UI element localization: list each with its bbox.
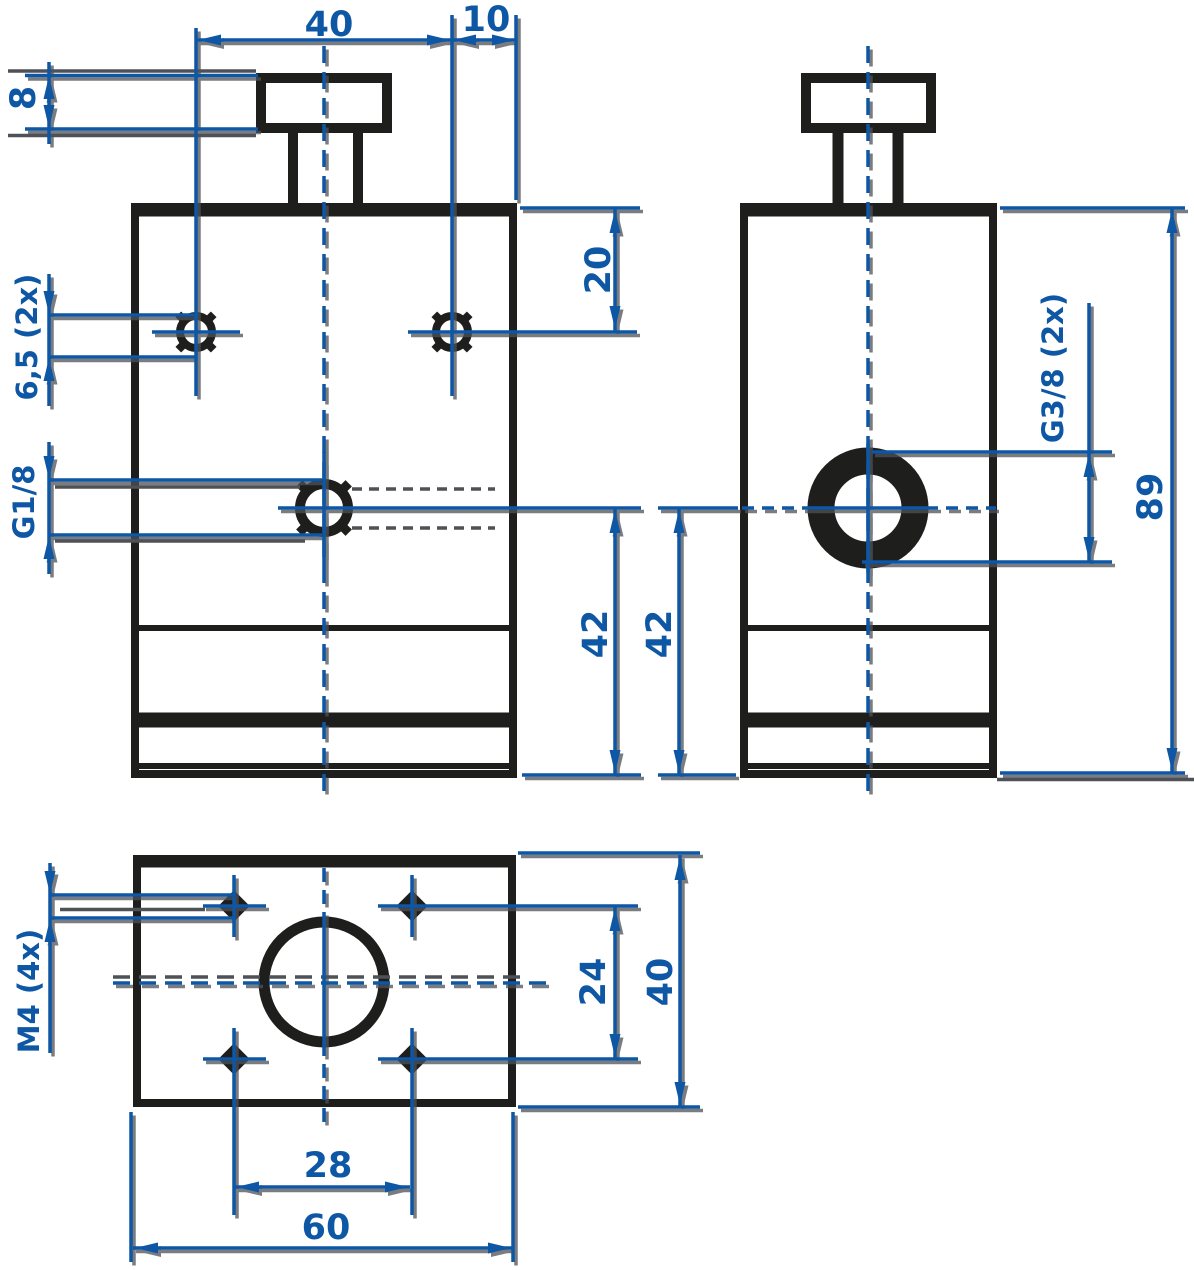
dim-label-mount-holes: 6,5 (2x): [10, 274, 44, 401]
dim-label-port-bottom-side: 42: [640, 610, 680, 659]
dark-leader-lines: [8, 69, 1194, 979]
dim-label-port-bottom-front: 42: [576, 610, 616, 659]
dim-label-hole-spacing-top: 40: [305, 5, 354, 45]
dim-label-hole-spacing-depth: 24: [574, 958, 614, 1007]
dim-label-overall-width: 60: [302, 1208, 351, 1248]
dimension-labels: 40 10 8 6,5 (2x) G1/8 20 42 42 G3/8 (2x)…: [4, 0, 1171, 1248]
dim-label-overall-height: 89: [1131, 473, 1171, 522]
dim-label-overall-depth: 40: [641, 958, 681, 1007]
dim-label-m4-holes: M4 (4x): [12, 929, 46, 1054]
dim-label-port-g18: G1/8: [7, 465, 41, 540]
dim-label-hole-edge-offset: 10: [462, 0, 511, 40]
dim-label-port-g38: G3/8 (2x): [1036, 293, 1070, 443]
dim-label-holes-top-offset: 20: [579, 246, 619, 295]
dim-label-hole-spacing-width: 28: [304, 1146, 353, 1186]
dim-label-cap-height: 8: [4, 86, 44, 110]
